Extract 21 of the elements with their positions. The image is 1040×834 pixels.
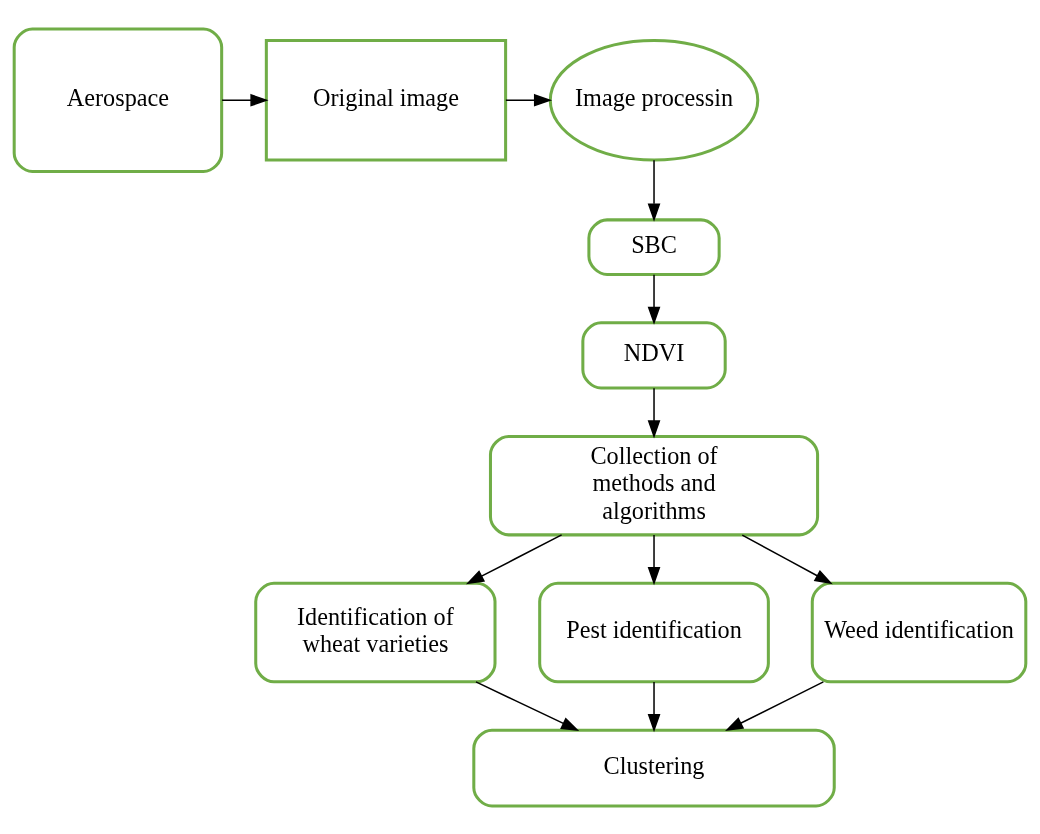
node-box: NDVI xyxy=(581,320,727,389)
node-box: Collection of methods and algorithms xyxy=(488,434,820,536)
arrow xyxy=(741,533,833,584)
arrow xyxy=(647,159,661,222)
node-box: Pest identification xyxy=(538,581,770,683)
arrow xyxy=(221,93,269,107)
node-box: Aerospace xyxy=(12,27,224,173)
node-box: Identification of wheat varieties xyxy=(254,581,497,683)
node-ellipse: Image processin xyxy=(548,38,760,162)
arrow xyxy=(647,387,661,438)
node-box: SBC xyxy=(587,217,721,276)
arrow xyxy=(505,93,553,107)
arrow xyxy=(647,680,661,732)
arrow xyxy=(725,680,825,731)
node-box: Clustering xyxy=(472,728,836,807)
node-box: Original image xyxy=(264,38,508,162)
arrow xyxy=(647,273,661,325)
arrow xyxy=(465,533,563,584)
arrow xyxy=(647,533,661,585)
arrow xyxy=(475,680,580,731)
node-box: Weed identification xyxy=(810,581,1028,683)
